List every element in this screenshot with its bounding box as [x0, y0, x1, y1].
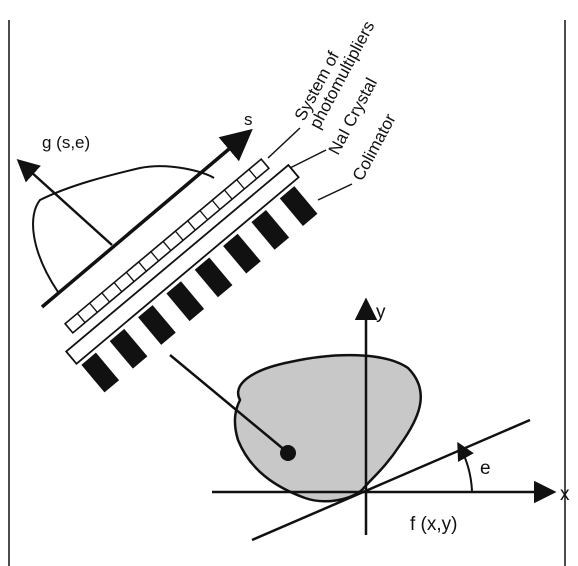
photomultiplier-cell-divider [150, 251, 160, 262]
projection-label: g (s,e) [42, 133, 90, 152]
photomultiplier-cell-divider [113, 282, 123, 293]
photomultiplier-cell-divider [174, 230, 184, 241]
angle-label: e [480, 458, 491, 479]
nai-crystal [64, 163, 300, 365]
photomultiplier-cell-divider [199, 210, 209, 221]
source-point [280, 445, 296, 461]
leader-line-photomultipliers [267, 127, 301, 159]
photomultiplier-cell-divider [101, 292, 111, 303]
object-function-label: f (x,y) [410, 514, 458, 535]
photomultiplier-cell-divider [223, 189, 233, 200]
s-axis-arrow [40, 128, 253, 309]
photomultiplier-cell-divider [248, 168, 258, 180]
photomultiplier-cell-divider [211, 199, 221, 210]
photomultipliers-label: System of photomultipliers [291, 10, 379, 132]
photomultiplier-cell-divider [236, 179, 245, 190]
x-axis-label: x [560, 484, 570, 505]
y-axis-label: y [376, 302, 386, 323]
angle-arc [457, 441, 474, 492]
collimator-septum [81, 352, 120, 393]
collimator [81, 186, 318, 393]
photomultiplier-cell-divider [187, 220, 196, 231]
photomultiplier-cell-divider [125, 271, 135, 282]
photomultiplier-cell-divider [89, 302, 98, 313]
collimator-septum [166, 281, 205, 322]
object-region [233, 353, 422, 503]
photomultiplier-cell-divider [138, 261, 147, 272]
leader-line-collimator [317, 183, 353, 201]
leader-line-crystal [289, 149, 327, 169]
collimator-septum [251, 209, 290, 250]
s-axis-label: s [244, 110, 253, 129]
collimator-septum [109, 328, 148, 369]
collimator-septum [194, 257, 233, 298]
photomultiplier-cell-divider [76, 312, 86, 324]
collimator-septum [138, 305, 176, 345]
photomultiplier-cell-divider [162, 240, 172, 252]
photomultiplier-row [63, 157, 271, 335]
projection-axis-arrow [16, 158, 113, 246]
detector-assembly [63, 157, 318, 393]
ray-line [169, 354, 288, 453]
collimator-septum [223, 233, 261, 274]
projection-curve [32, 165, 215, 293]
rotated-s-line [251, 418, 531, 542]
collimator-septum [279, 186, 318, 226]
